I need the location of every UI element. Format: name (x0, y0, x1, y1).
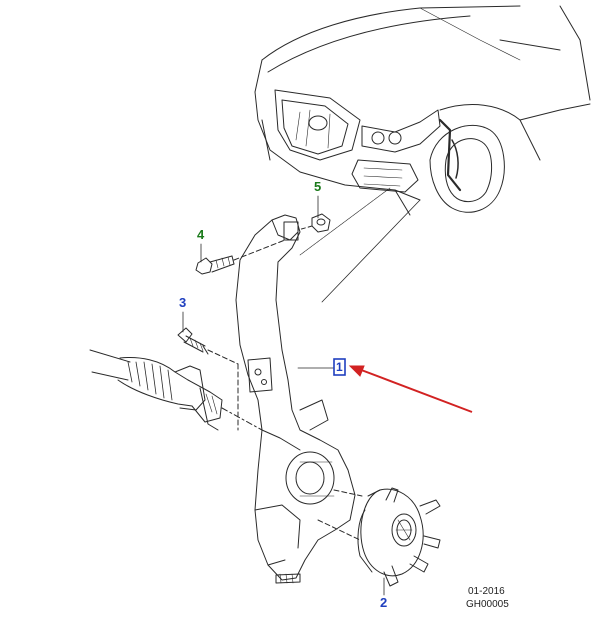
red-arrow-icon (348, 365, 473, 413)
drive-shaft-icon (89, 349, 263, 431)
callout-1: 1 (336, 360, 343, 374)
callout-5: 5 (314, 179, 322, 194)
bolt-icon (195, 239, 286, 275)
vehicle-front-icon (254, 5, 591, 216)
callout-3: 3 (179, 295, 187, 310)
callout-1-box (333, 358, 346, 376)
nut-icon (297, 213, 331, 233)
callout-4: 4 (197, 227, 205, 242)
illustration-code: GH00005 (466, 599, 509, 610)
callout-2: 2 (380, 595, 388, 610)
revision-date: 01-2016 (468, 586, 505, 597)
steering-knuckle-icon (235, 214, 356, 584)
bolt-icon (177, 327, 239, 431)
wheel-hub-icon (317, 487, 441, 587)
